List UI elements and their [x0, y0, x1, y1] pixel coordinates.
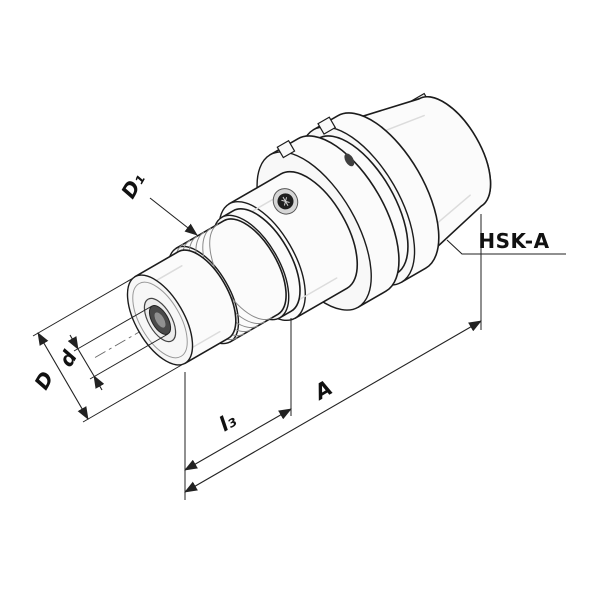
dim-label-D: D [29, 367, 58, 393]
grooved-section [175, 218, 287, 343]
dim-line-d1 [149, 197, 198, 236]
hsk-leader-line [446, 239, 566, 255]
ext-line-D-bottom [82, 362, 186, 423]
flange-slot-hole [344, 153, 355, 167]
dim-label-l3: l₃ [215, 408, 241, 437]
clamping-screw-icon [272, 188, 299, 215]
chuck-body [228, 170, 359, 319]
dim-label-A: A [309, 375, 337, 405]
drive-slot-rear [317, 116, 337, 135]
dim-arrow-d-bottom [93, 375, 105, 391]
dim-line-d [77, 348, 95, 377]
dim-line-A [184, 320, 482, 493]
ext-line-d-bottom [89, 333, 169, 380]
ext-line-D-top [32, 276, 136, 337]
ext-line-d-top [73, 305, 153, 352]
dim-line-D [37, 332, 89, 420]
dim-arrow-d-top [67, 334, 79, 350]
front-face [126, 274, 194, 366]
tool-holder-illustration [94, 92, 492, 366]
hsk-interface-label: HSK-A [478, 229, 549, 253]
dim-label-d1: D₁ [116, 169, 149, 203]
drive-slot-front [276, 139, 296, 159]
